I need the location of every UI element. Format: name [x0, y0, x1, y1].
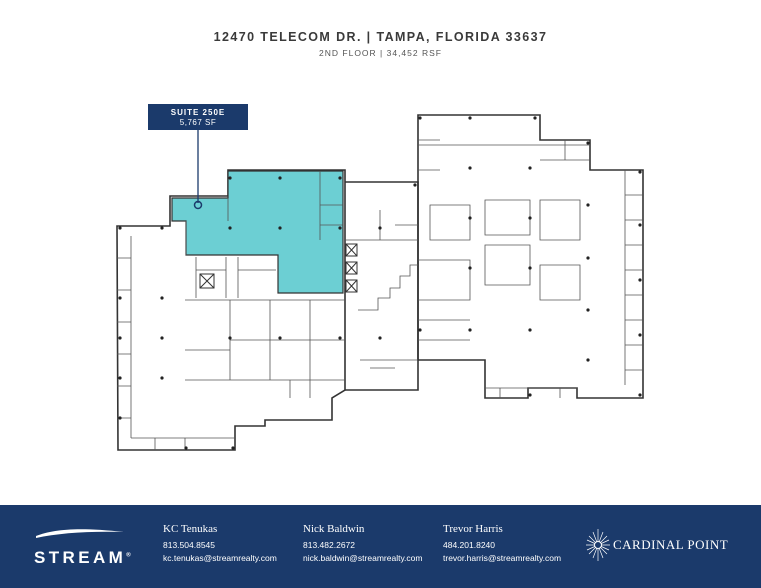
structural-columns: [118, 116, 642, 450]
page-title: 12470 TELECOM DR. | TAMPA, FLORIDA 33637: [213, 30, 548, 44]
contact-name: Nick Baldwin: [303, 523, 365, 535]
contact-name: Trevor Harris: [443, 523, 503, 535]
contact-kc-tenukas: KC Tenukas 813.504.8545 kc.tenukas@strea…: [163, 523, 277, 566]
compass-star-icon: [586, 529, 610, 561]
stream-logo: STREAM®: [34, 525, 134, 568]
suite-name: SUITE 250E: [170, 108, 226, 117]
west-wing-outline: [116, 169, 346, 451]
south-offices: [131, 437, 235, 450]
footer: STREAM® KC Tenukas 813.504.8545 kc.tenuk…: [0, 505, 761, 588]
contact-nick-baldwin: Nick Baldwin 813.482.2672 nick.baldwin@s…: [303, 523, 422, 566]
east-wing-outline: [417, 114, 644, 399]
contact-email[interactable]: nick.baldwin@streamrealty.com: [303, 553, 423, 563]
east-core: [418, 144, 590, 241]
core-rooms: [185, 299, 345, 398]
suite-area: 5,767 SF: [179, 118, 217, 127]
suite-callout: SUITE 250E 5,767 SF: [148, 104, 248, 130]
contact-name: KC Tenukas: [163, 523, 218, 535]
registered-mark: ®: [126, 552, 131, 559]
floor-plan: [116, 114, 644, 451]
atrium-rooms: [345, 210, 418, 369]
page-subtitle: 2ND FLOOR | 34,452 RSF: [319, 48, 442, 58]
contact-email[interactable]: kc.tenukas@streamrealty.com: [163, 553, 277, 563]
contact-phone[interactable]: 813.482.2672: [303, 539, 355, 550]
contact-email[interactable]: trevor.harris@streamrealty.com: [443, 553, 562, 563]
west-service-core: [195, 257, 276, 298]
east-rooms: [418, 244, 581, 341]
cardinal-point-logo: CARDINAL POINT: [585, 527, 735, 563]
elevator-bank: [199, 243, 358, 293]
suite-partitions: [185, 171, 343, 255]
east-perimeter-offices: [485, 170, 643, 398]
contact-phone[interactable]: 813.504.8545: [163, 539, 215, 550]
stream-wave-icon: [36, 529, 124, 538]
contact-phone[interactable]: 484.201.8240: [443, 539, 495, 550]
suite-250e-area: [171, 170, 344, 294]
atrium-stair: [358, 264, 418, 311]
cardinal-point-text: CARDINAL POINT: [613, 537, 729, 552]
west-perimeter-offices: [117, 236, 132, 438]
contact-trevor-harris: Trevor Harris 484.201.8240 trevor.harris…: [443, 523, 561, 566]
header: 12470 TELECOM DR. | TAMPA, FLORIDA 33637…: [0, 30, 761, 58]
north-offices: [418, 139, 590, 161]
suite-callout-marker: [193, 200, 203, 210]
stream-logo-text: STREAM: [34, 548, 127, 567]
